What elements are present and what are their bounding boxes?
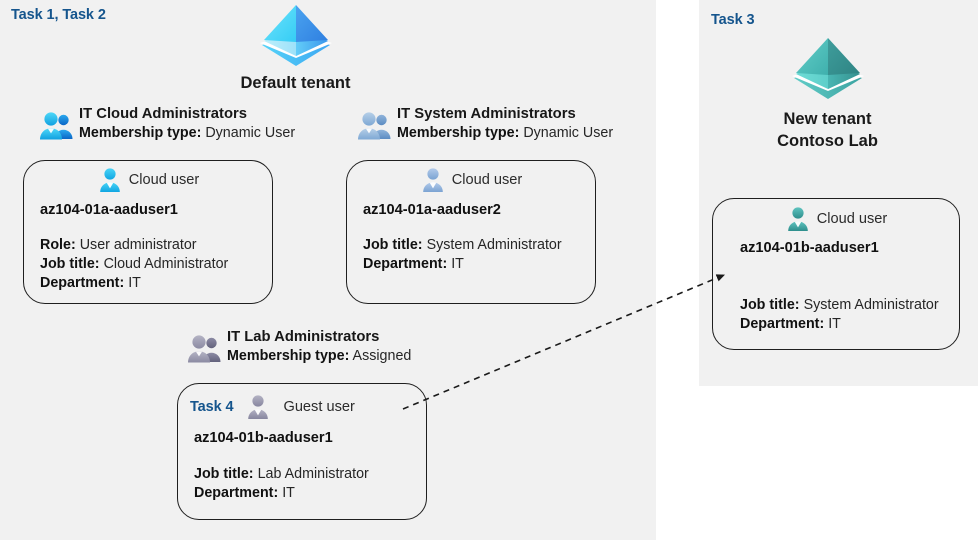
attribute-key: Role:: [40, 237, 76, 253]
card-attribute-row: Job title: Lab Administrator: [194, 465, 426, 484]
attribute-key: Department:: [194, 485, 279, 501]
card-attribute-row: Job title: Cloud Administrator: [40, 255, 272, 274]
attribute-value: IT: [828, 316, 841, 332]
card-user-type: Cloud user: [128, 172, 200, 188]
group-title: IT Lab Administrators: [227, 329, 380, 345]
attribute-key: Job title:: [740, 297, 800, 313]
card-user-header: Cloud user: [713, 206, 959, 232]
card-user-header: Task 4 Guest user: [190, 394, 426, 420]
card-attribute-row: Job title: System Administrator: [363, 236, 595, 255]
membership-type-key: Membership type:: [79, 125, 202, 142]
attribute-value: IT: [282, 485, 295, 501]
attribute-value: System Administrator: [803, 297, 939, 313]
default-tenant-block: Default tenant: [223, 2, 368, 94]
attribute-value: IT: [128, 275, 141, 291]
card-user-type: Cloud user: [816, 211, 888, 227]
card-attribute-row: Department: IT: [40, 274, 272, 293]
attribute-key: Job title:: [40, 256, 100, 272]
guest-user-icon: [245, 394, 271, 420]
card-attribute-row: Department: IT: [194, 484, 426, 503]
new-tenant-name-line1: New tenant: [783, 110, 872, 128]
task-label-1-2: Task 1, Task 2: [11, 7, 106, 23]
cloud-user-icon: [420, 167, 446, 193]
membership-type-key: Membership type:: [397, 125, 520, 142]
card-attributes: Job title: System Administrator Departme…: [363, 236, 595, 274]
azure-tenant-pyramid-icon: [756, 33, 899, 105]
group-users-icon: [186, 334, 222, 364]
user-card-aaduser1-contoso[interactable]: Cloud user az104-01b-aaduser1 Job title:…: [712, 198, 960, 350]
card-username: az104-01b-aaduser1: [194, 430, 333, 446]
card-username: az104-01a-aaduser2: [363, 202, 501, 218]
card-user-header: Cloud user: [24, 167, 272, 193]
group-title: IT System Administrators: [397, 106, 576, 122]
card-user-type: Guest user: [283, 399, 355, 415]
user-card-aaduser2-default[interactable]: Cloud user az104-01a-aaduser2 Job title:…: [346, 160, 596, 304]
attribute-value: User administrator: [79, 237, 197, 253]
card-attribute-row: Job title: System Administrator: [740, 296, 959, 315]
attribute-key: Job title:: [194, 466, 254, 482]
membership-type-value: Assigned: [352, 348, 412, 365]
card-user-type: Cloud user: [451, 172, 523, 188]
new-tenant-name-line2: Contoso Lab: [777, 132, 878, 151]
group-users-icon: [356, 111, 392, 141]
group-membership-type: Membership type: Dynamic User: [79, 124, 295, 143]
user-card-guest-aaduser1[interactable]: Task 4 Guest user az104-01b-aaduser1: [177, 383, 427, 520]
card-username: az104-01b-aaduser1: [740, 240, 879, 256]
attribute-key: Job title:: [363, 237, 423, 253]
task-label-3: Task 3: [711, 12, 755, 28]
card-username: az104-01a-aaduser1: [40, 202, 178, 218]
card-attribute-row: Department: IT: [363, 255, 595, 274]
default-tenant-name: Default tenant: [240, 74, 351, 92]
membership-type-key: Membership type:: [227, 348, 350, 365]
attribute-value: IT: [451, 256, 464, 272]
attribute-value: Cloud Administrator: [103, 256, 229, 272]
group-it-cloud-administrators: IT Cloud Administrators Membership type:…: [38, 105, 295, 143]
attribute-value: Lab Administrator: [257, 466, 369, 482]
group-users-icon: [38, 111, 74, 141]
membership-type-value: Dynamic User: [523, 125, 614, 142]
group-it-system-administrators: IT System Administrators Membership type…: [356, 105, 613, 143]
card-attributes: Job title: System Administrator Departme…: [740, 296, 959, 334]
card-attributes: Role: User administrator Job title: Clou…: [40, 236, 272, 293]
card-attribute-row: Department: IT: [740, 315, 959, 334]
user-card-aaduser1-default[interactable]: Cloud user az104-01a-aaduser1 Role: User…: [23, 160, 273, 304]
new-tenant-block: New tenant Contoso Lab: [756, 33, 899, 153]
task-label-4: Task 4: [190, 399, 234, 415]
attribute-value: System Administrator: [426, 237, 562, 253]
group-it-lab-administrators: IT Lab Administrators Membership type: A…: [186, 328, 411, 366]
group-membership-type: Membership type: Dynamic User: [397, 124, 613, 143]
card-user-header: Cloud user: [347, 167, 595, 193]
cloud-user-icon: [97, 167, 123, 193]
attribute-key: Department:: [363, 256, 448, 272]
card-attribute-row: Role: User administrator: [40, 236, 272, 255]
group-title: IT Cloud Administrators: [79, 106, 247, 122]
membership-type-value: Dynamic User: [205, 125, 296, 142]
cloud-user-icon: [785, 206, 811, 232]
attribute-key: Department:: [740, 316, 825, 332]
default-tenant-panel: [0, 0, 656, 540]
azure-tenant-pyramid-icon: [223, 2, 368, 70]
attribute-key: Department:: [40, 275, 125, 291]
group-membership-type: Membership type: Assigned: [227, 347, 411, 366]
card-attributes: Job title: Lab Administrator Department:…: [194, 465, 426, 503]
